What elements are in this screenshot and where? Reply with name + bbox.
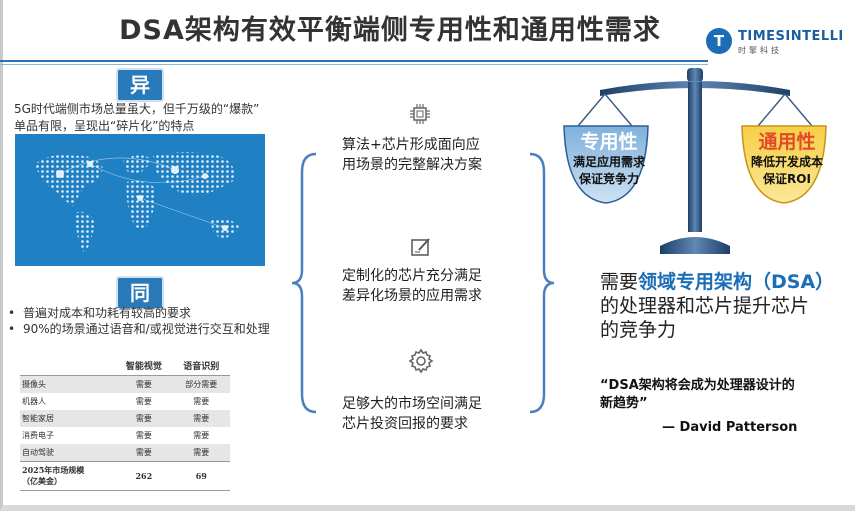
need-line-1: 需要领域专用架构（DSA） bbox=[600, 270, 834, 294]
table-row: 消费电子 需要 需要 bbox=[20, 427, 230, 444]
right-brace bbox=[529, 152, 555, 414]
table-cell: 智能家居 bbox=[20, 410, 116, 427]
table-cell: 自动驾驶 bbox=[20, 444, 116, 462]
mid-item-line: 算法+芯片形成面向应 bbox=[342, 137, 480, 153]
title-underline bbox=[0, 60, 708, 62]
edit-icon bbox=[411, 238, 430, 256]
table-cell: 需要 bbox=[193, 431, 210, 440]
mid-item-line: 差异化场景的应用需求 bbox=[342, 288, 482, 304]
table-row: 自动驾驶 需要 需要 bbox=[20, 444, 230, 462]
table-cell: 消费电子 bbox=[22, 431, 54, 440]
mid-item-2: 定制化的芯片充分满足 差异化场景的应用需求 bbox=[342, 266, 532, 306]
need-prefix: 需要 bbox=[600, 271, 639, 293]
need-line-3: 的竞争力 bbox=[600, 319, 677, 341]
mid-item-line: 芯片投资回报的要求 bbox=[342, 416, 468, 432]
world-map-icon bbox=[15, 134, 265, 266]
specialty-line: 保证竞争力 bbox=[578, 172, 639, 186]
generality-line: 保证ROI bbox=[763, 172, 811, 186]
table-row: 智能家居 需要 需要 bbox=[20, 410, 230, 427]
table-total-row: 2025年市场规模 （亿美金） 262 69 bbox=[20, 461, 230, 491]
table-cell: 需要 bbox=[115, 410, 173, 427]
table-cell: 需要 bbox=[135, 397, 152, 406]
need-highlight: 领域专用架构（DSA） bbox=[638, 271, 835, 293]
total-label-line: 2025年市场规模 bbox=[22, 465, 85, 475]
table-cell: 摄像头 bbox=[20, 375, 116, 393]
table-row: 机器人 需要 需要 bbox=[20, 393, 230, 410]
table-cell: 部分需要 bbox=[172, 375, 230, 393]
table-cell: 机器人 bbox=[22, 397, 46, 406]
logo-mark: T bbox=[706, 28, 732, 54]
generality-line: 降低开发成本 bbox=[750, 155, 823, 169]
mid-item-line: 定制化的芯片充分满足 bbox=[342, 268, 482, 284]
mid-item-line: 用场景的完整解决方案 bbox=[342, 157, 482, 173]
specialty-line: 满足应用需求 bbox=[572, 155, 645, 169]
table-cell: 需要 bbox=[172, 444, 230, 462]
generality-pan: 通用性 降低开发成本 保证ROI bbox=[743, 127, 831, 188]
table-cell: 需要 bbox=[115, 444, 173, 462]
mid-item-1: 算法+芯片形成面向应 用场景的完整解决方案 bbox=[342, 135, 532, 175]
generality-title: 通用性 bbox=[758, 131, 816, 153]
world-map-image bbox=[15, 134, 265, 266]
quote-line: 新趋势” bbox=[600, 396, 648, 411]
chip-icon bbox=[410, 104, 430, 124]
table-row: 摄像头 需要 部分需要 bbox=[20, 375, 230, 393]
bullet-item: 90%的场景通过语音和/或视觉进行交互和处理 bbox=[8, 321, 270, 337]
mid-item-line: 足够大的市场空间满足 bbox=[342, 396, 482, 412]
same-bullets: 普遍对成本和功耗有较高的要求 90%的场景通过语音和/或视觉进行交互和处理 bbox=[8, 305, 270, 337]
specialty-title: 专用性 bbox=[580, 131, 638, 153]
logo-name: TIMESINTELLI bbox=[738, 29, 844, 44]
left-brace bbox=[291, 152, 317, 414]
market-table: 智能视觉 语音识别 摄像头 需要 部分需要 机器人 需要 需要 智能家居 需要 … bbox=[20, 356, 230, 491]
company-logo: T TIMESINTELLI 时擎科技 bbox=[706, 28, 843, 60]
quote-author: — David Patterson bbox=[662, 420, 798, 435]
diff-badge: 异 bbox=[116, 68, 164, 102]
bullet-item: 普遍对成本和功耗有较高的要求 bbox=[8, 305, 270, 321]
slide-title: DSA架构有效平衡端侧专用性和通用性需求 bbox=[119, 15, 661, 46]
table-total-value: 262 bbox=[115, 461, 173, 491]
gear-icon bbox=[408, 348, 434, 374]
table-cell: 需要 bbox=[115, 375, 173, 393]
quote: “DSA架构将会成为处理器设计的 新趋势” bbox=[600, 377, 795, 413]
table-header-cell bbox=[20, 356, 116, 376]
table-cell: 需要 bbox=[172, 410, 230, 427]
quote-line: “DSA架构将会成为处理器设计的 bbox=[600, 378, 795, 393]
mid-item-3: 足够大的市场空间满足 芯片投资回报的要求 bbox=[342, 394, 532, 434]
table-header-row: 智能视觉 语音识别 bbox=[20, 356, 230, 376]
table-cell: 需要 bbox=[193, 397, 210, 406]
table-total-value: 69 bbox=[172, 461, 230, 491]
specialty-pan: 专用性 满足应用需求 保证竞争力 bbox=[565, 127, 653, 188]
diff-line-2: 单品有限，呈现出“碎片化”的特点 bbox=[14, 119, 195, 133]
need-statement: 需要领域专用架构（DSA） 的处理器和芯片提升芯片 的竞争力 bbox=[600, 270, 834, 342]
total-label-line: （亿美金） bbox=[22, 476, 62, 486]
table-cell: 需要 bbox=[135, 431, 152, 440]
table-header-cell: 语音识别 bbox=[172, 356, 230, 376]
balance-scale-icon bbox=[563, 68, 827, 254]
diff-line-1: 5G时代端侧市场总量虽大，但千万级的“爆款” bbox=[14, 102, 260, 116]
need-line-2: 的处理器和芯片提升芯片 bbox=[600, 295, 810, 317]
table-header-cell: 智能视觉 bbox=[115, 356, 173, 376]
logo-subtitle: 时擎科技 bbox=[738, 46, 782, 55]
table-total-label: 2025年市场规模 （亿美金） bbox=[20, 461, 116, 491]
diff-description: 5G时代端侧市场总量虽大，但千万级的“爆款” 单品有限，呈现出“碎片化”的特点 bbox=[14, 101, 259, 135]
title-underline-thin bbox=[0, 64, 708, 65]
